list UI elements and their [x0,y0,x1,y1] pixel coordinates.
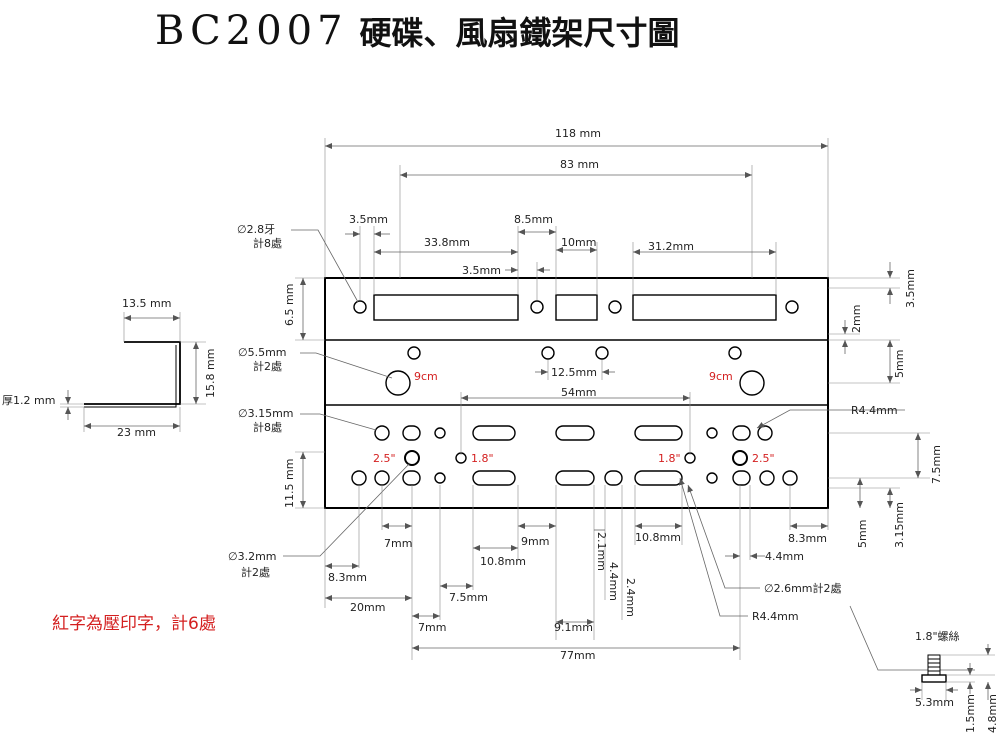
middle-dimensions: 12.5mm 54mm R4.4mm [460,360,905,455]
dim-8-3b: 8.3mm [788,532,827,545]
callout-5-5: ∅5.5mm [238,346,287,359]
stamp-1-8-left: 1.8" [471,452,494,465]
dim-r4-4b: R4.4mm [752,610,799,623]
dim-3-5b: 3.5mm [462,264,501,277]
callout-2-8-count: 計8處 [253,236,282,250]
dim-7-5: 7.5mm [449,591,488,604]
dim-r-5b: 5mm [856,520,869,548]
dim-r-3-5: 3.5mm [904,269,917,308]
stamp-note: 紅字為壓印字，計6處 [52,614,216,634]
stamp-2-5-right: 2.5" [752,452,775,465]
callout-3-15: ∅3.15mm [238,407,294,420]
bracket-outline [324,277,829,509]
dim-54: 54mm [561,386,596,399]
profile-23: 23 mm [117,426,156,439]
stamp-labels: 9cm 9cm 2.5" 1.8" 1.8" 2.5" [373,370,775,465]
callout-3-2: ∅3.2mm [228,550,277,563]
screw-detail: 1.8"螺絲 5.3mm 1.5mm 4.8mm [849,605,999,733]
dim-7: 7mm [384,537,412,550]
dim-10: 10mm [561,236,596,249]
dim-8-5: 8.5mm [514,213,553,226]
dim-20: 20mm [350,601,385,614]
screw-4-8: 4.8mm [986,694,999,733]
dim-77: 77mm [560,649,595,662]
stamp-9cm-right: 9cm [709,370,733,383]
dim-10-8b: 10.8mm [635,531,681,544]
dim-11-5: 11.5 mm [283,459,296,508]
profile-thickness: 厚1.2 mm [2,394,55,407]
dim-4-4v: 4.4mm [607,562,620,601]
dim-9-1: 9.1mm [554,621,593,634]
callouts: ∅2.8牙 計8處 ∅5.5mm 計2處 ∅3.15mm 計8處 ∅3.2mm … [228,223,411,579]
right-dimensions: 3.5mm 2mm 5mm 7.5mm 5mm 3.15mm [828,262,943,548]
middle-section [385,346,765,396]
dim-83: 83 mm [560,158,599,171]
dim-10-8a: 10.8mm [480,555,526,568]
dim-3-5a: 3.5mm [349,213,388,226]
callout-3-2-count: 計2處 [241,565,270,579]
dim-4-4: 4.4mm [765,550,804,563]
dim-9: 9mm [521,535,549,548]
drawing-name: 硬碟、風扇鐵架尺寸圖 [359,14,680,52]
screw-1-5: 1.5mm [964,694,977,733]
profile-view: 13.5 mm 23 mm 15.8 mm 厚1.2 mm [2,297,217,439]
dim-33-8: 33.8mm [424,236,470,249]
profile-15-8: 15.8 mm [204,349,217,398]
callout-5-5-count: 計2處 [253,359,282,373]
callout-2-8: ∅2.8牙 [237,223,275,236]
screw-label: 1.8"螺絲 [915,629,960,643]
dim-r4-4a: R4.4mm [851,404,898,417]
dim-7b: 7mm [418,621,446,634]
profile-13-5: 13.5 mm [122,297,171,310]
stamp-2-5-left: 2.5" [373,452,396,465]
model-code: BC2007 [155,8,348,54]
dim-r-2: 2mm [850,305,863,333]
dim-118: 118 mm [555,127,601,140]
screw-5-3: 5.3mm [915,696,954,709]
top-section [353,294,799,321]
dim-31-2: 31.2mm [648,240,694,253]
callout-3-15-count: 計8處 [253,420,282,434]
stamp-1-8-right: 1.8" [658,452,681,465]
dim-6-5: 6.5 mm [283,284,296,326]
stamp-9cm-left: 9cm [414,370,438,383]
top-dimensions: 118 mm 83 mm 3.5mm 8.5mm 33.8mm 10mm 31.… [324,127,829,300]
left-dimensions: 6.5 mm 11.5 mm [283,277,325,509]
dim-2-4v: 2.4mm [624,578,637,617]
dim-2-1: 2.1mm [595,532,608,571]
page-title: BC2007 硬碟、風扇鐵架尺寸圖 [155,8,680,58]
dim-r-5: 5mm [893,350,906,378]
dim-8-3a: 8.3mm [328,571,367,584]
dim-phi-2-6: ∅2.6mm計2處 [764,581,842,595]
dim-r-7-5: 7.5mm [930,445,943,484]
bottom-dimensions: 7mm 9mm 10.8mm 8.3mm 10.8mm 4.4mm 8.3mm … [324,477,842,662]
bottom-section [351,425,798,486]
dim-12-5: 12.5mm [551,366,597,379]
dim-r-3-15: 3.15mm [893,502,906,548]
